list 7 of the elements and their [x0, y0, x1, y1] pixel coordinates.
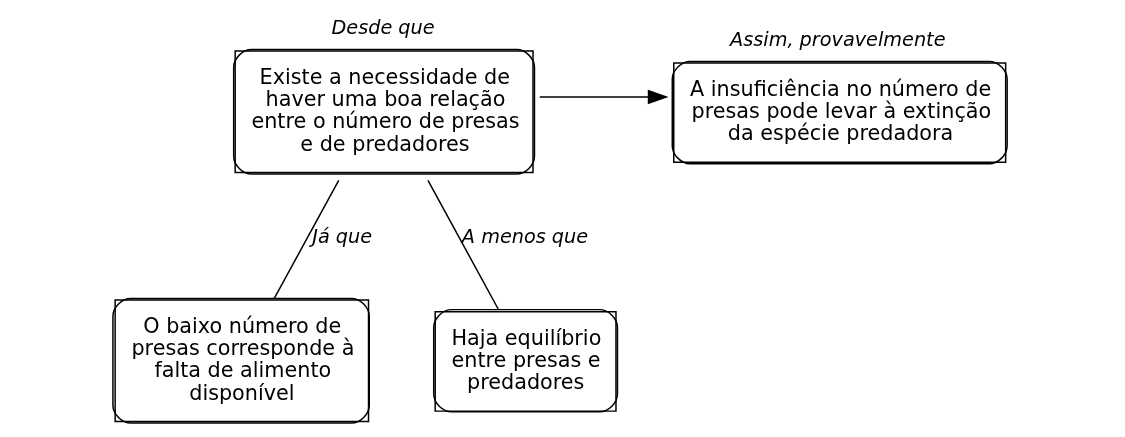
node-label: Desde que	[330, 15, 435, 39]
edge-label: A menos que	[461, 224, 588, 248]
node-label: Assim, provavelmente	[729, 27, 945, 51]
connector	[426, 179, 499, 310]
arrow	[538, 89, 669, 105]
connector	[273, 179, 339, 300]
edge-label: Já que	[311, 224, 372, 248]
